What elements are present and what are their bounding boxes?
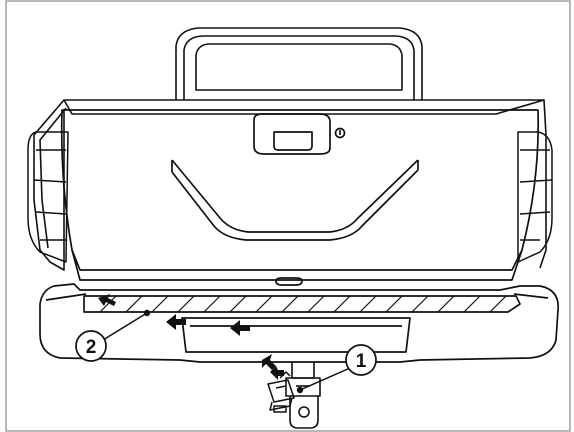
left-tail-lamp	[27, 131, 69, 263]
callout-1-label: 1	[356, 351, 367, 372]
callout-2-bubble	[75, 330, 107, 362]
right-tail-lamp	[517, 131, 553, 263]
bed-rails	[33, 99, 547, 271]
callout-2-label: 2	[86, 337, 97, 358]
step-hatching	[99, 295, 507, 313]
figure-border	[5, 0, 571, 432]
direction-arrows	[98, 294, 284, 380]
callout-2-anchor	[143, 309, 151, 317]
callout-1: 1	[296, 344, 377, 394]
rear-bumper	[39, 283, 560, 363]
tailgate	[60, 109, 540, 286]
arrow-icon	[98, 294, 116, 306]
arrow-icon	[270, 366, 284, 380]
callout-2-leader	[102, 312, 148, 341]
cab-outline	[175, 27, 423, 100]
tow-hitch	[285, 362, 321, 429]
callout-1-anchor	[296, 386, 304, 394]
callout-1-leader	[299, 367, 351, 391]
arrow-icon	[262, 354, 276, 370]
arrow-icon	[230, 320, 250, 336]
callout-1-bubble	[345, 344, 377, 376]
rear-window	[195, 43, 403, 91]
arrow-icon	[166, 314, 186, 330]
callout-2: 2	[75, 309, 151, 362]
